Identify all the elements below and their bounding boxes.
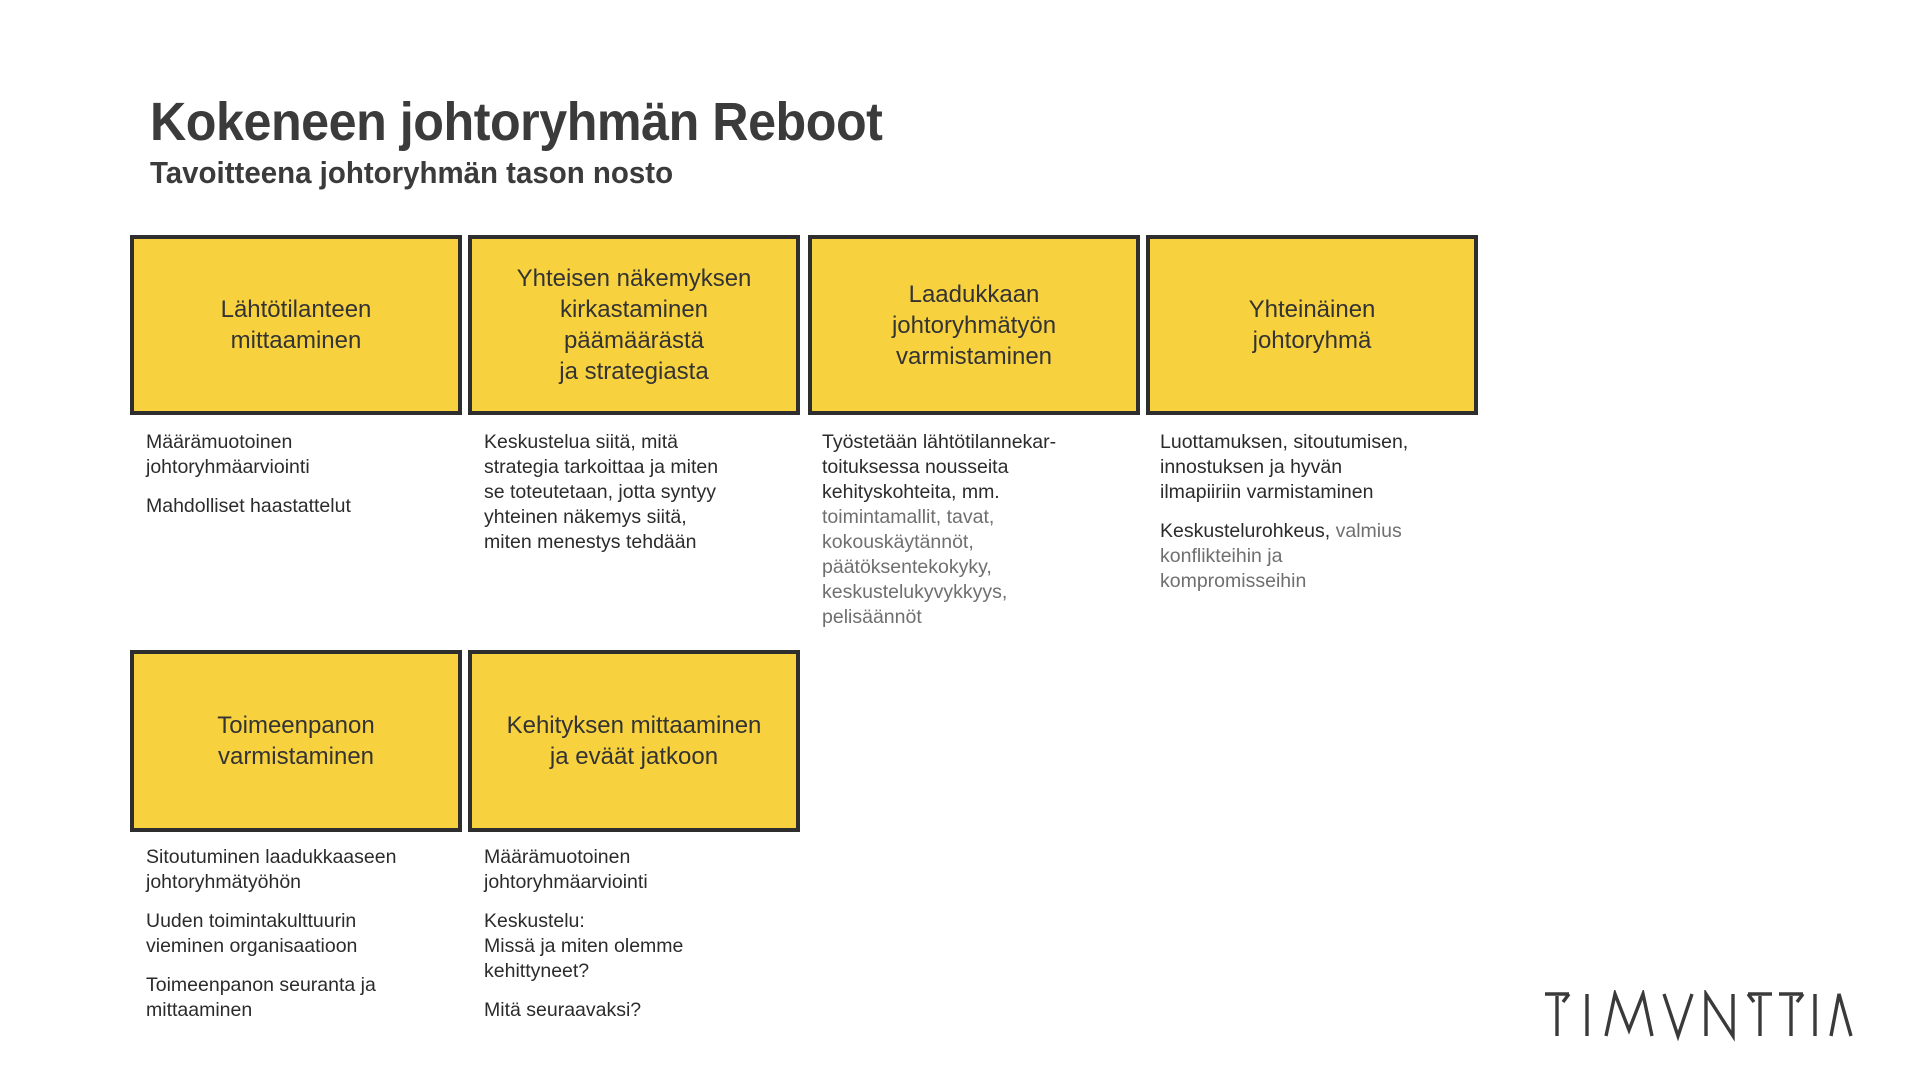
page-title: Kokeneen johtoryhmän Reboot	[150, 92, 883, 152]
step-box-toimeenpanon-varmistaminen[interactable]: Toimeenpanon varmistaminen	[130, 650, 462, 832]
note-paragraph: Uuden toimintakulttuurin vieminen organi…	[146, 910, 358, 957]
step-notes-kehityksen-mittaaminen: Määrämuotoinen johtoryhmäarviointi Kesku…	[484, 845, 814, 1023]
step-box-lahtotilanteen-mittaaminen[interactable]: Lähtötilanteen mittaaminen	[130, 235, 462, 415]
step-notes-toimeenpanon-varmistaminen: Sitoutuminen laadukkaaseen johtoryhmätyö…	[146, 845, 476, 1023]
note-paragraph: Keskustelua siitä, mitä strategia tarkoi…	[484, 431, 719, 553]
step-box-yhteinainen-johtoryhma[interactable]: Yhteinäinen johtoryhmä	[1146, 235, 1478, 415]
timanttia-logo	[1543, 988, 1853, 1042]
note-paragraph: Luottamuksen, sitoutumisen, innostuksen …	[1160, 431, 1409, 503]
step-box-label: Yhteinäinen johtoryhmä	[1248, 296, 1376, 354]
note-paragraph: Sitoutuminen laadukkaaseen johtoryhmätyö…	[146, 846, 397, 893]
note-paragraph: Mitä seuraavaksi?	[484, 999, 642, 1021]
step-box-label: Toimeenpanon varmistaminen	[217, 712, 375, 770]
step-box-yhteisen-nakemyksen-kirkastaminen[interactable]: Yhteisen näkemyksen kirkastaminen päämää…	[468, 235, 800, 415]
note-paragraph: Työstetään lähtötilannekar- toituksessa …	[822, 431, 1057, 503]
step-notes-lahtotilanteen-mittaaminen: Määrämuotoinen johtoryhmäarviointi Mahdo…	[146, 430, 476, 519]
step-notes-laadukkaan-johtoryhmatyon-varmistaminen: Työstetään lähtötilannekar- toituksessa …	[822, 430, 1152, 630]
page-subtitle: Tavoitteena johtoryhmän tason nosto	[150, 155, 674, 190]
note-paragraph: Toimeenpanon seuranta ja mittaaminen	[146, 974, 376, 1021]
step-box-label: Yhteisen näkemyksen kirkastaminen päämää…	[516, 265, 752, 385]
step-box-laadukkaan-johtoryhmatyon-varmistaminen[interactable]: Laadukkaan johtoryhmätyön varmistaminen	[808, 235, 1140, 415]
note-lead: Keskustelurohkeus,	[1160, 520, 1331, 542]
note-tail-muted: valmius konflikteihin ja kompromisseihin	[1160, 520, 1402, 592]
step-box-label: Laadukkaan johtoryhmätyön varmistaminen	[891, 280, 1057, 370]
note-paragraph: Keskustelu: Missä ja miten olemme kehitt…	[484, 910, 684, 982]
note-paragraph: Määrämuotoinen johtoryhmäarviointi	[146, 431, 310, 478]
step-notes-yhteinainen-johtoryhma: Luottamuksen, sitoutumisen, innostuksen …	[1160, 430, 1490, 594]
note-paragraph: Mahdolliset haastattelut	[146, 495, 351, 517]
step-notes-yhteisen-nakemyksen-kirkastaminen: Keskustelua siitä, mitä strategia tarkoi…	[484, 430, 814, 555]
step-box-label: Lähtötilanteen mittaaminen	[220, 296, 372, 354]
step-box-kehityksen-mittaaminen[interactable]: Kehityksen mittaaminen ja eväät jatkoon	[468, 650, 800, 832]
note-paragraph: Keskustelurohkeus, valmius konflikteihin…	[1160, 519, 1490, 594]
note-paragraph-muted: toimintamallit, tavat, kokouskäytännöt, …	[822, 506, 1008, 628]
note-paragraph: Määrämuotoinen johtoryhmäarviointi	[484, 846, 648, 893]
step-box-label: Kehityksen mittaaminen ja eväät jatkoon	[506, 712, 762, 770]
